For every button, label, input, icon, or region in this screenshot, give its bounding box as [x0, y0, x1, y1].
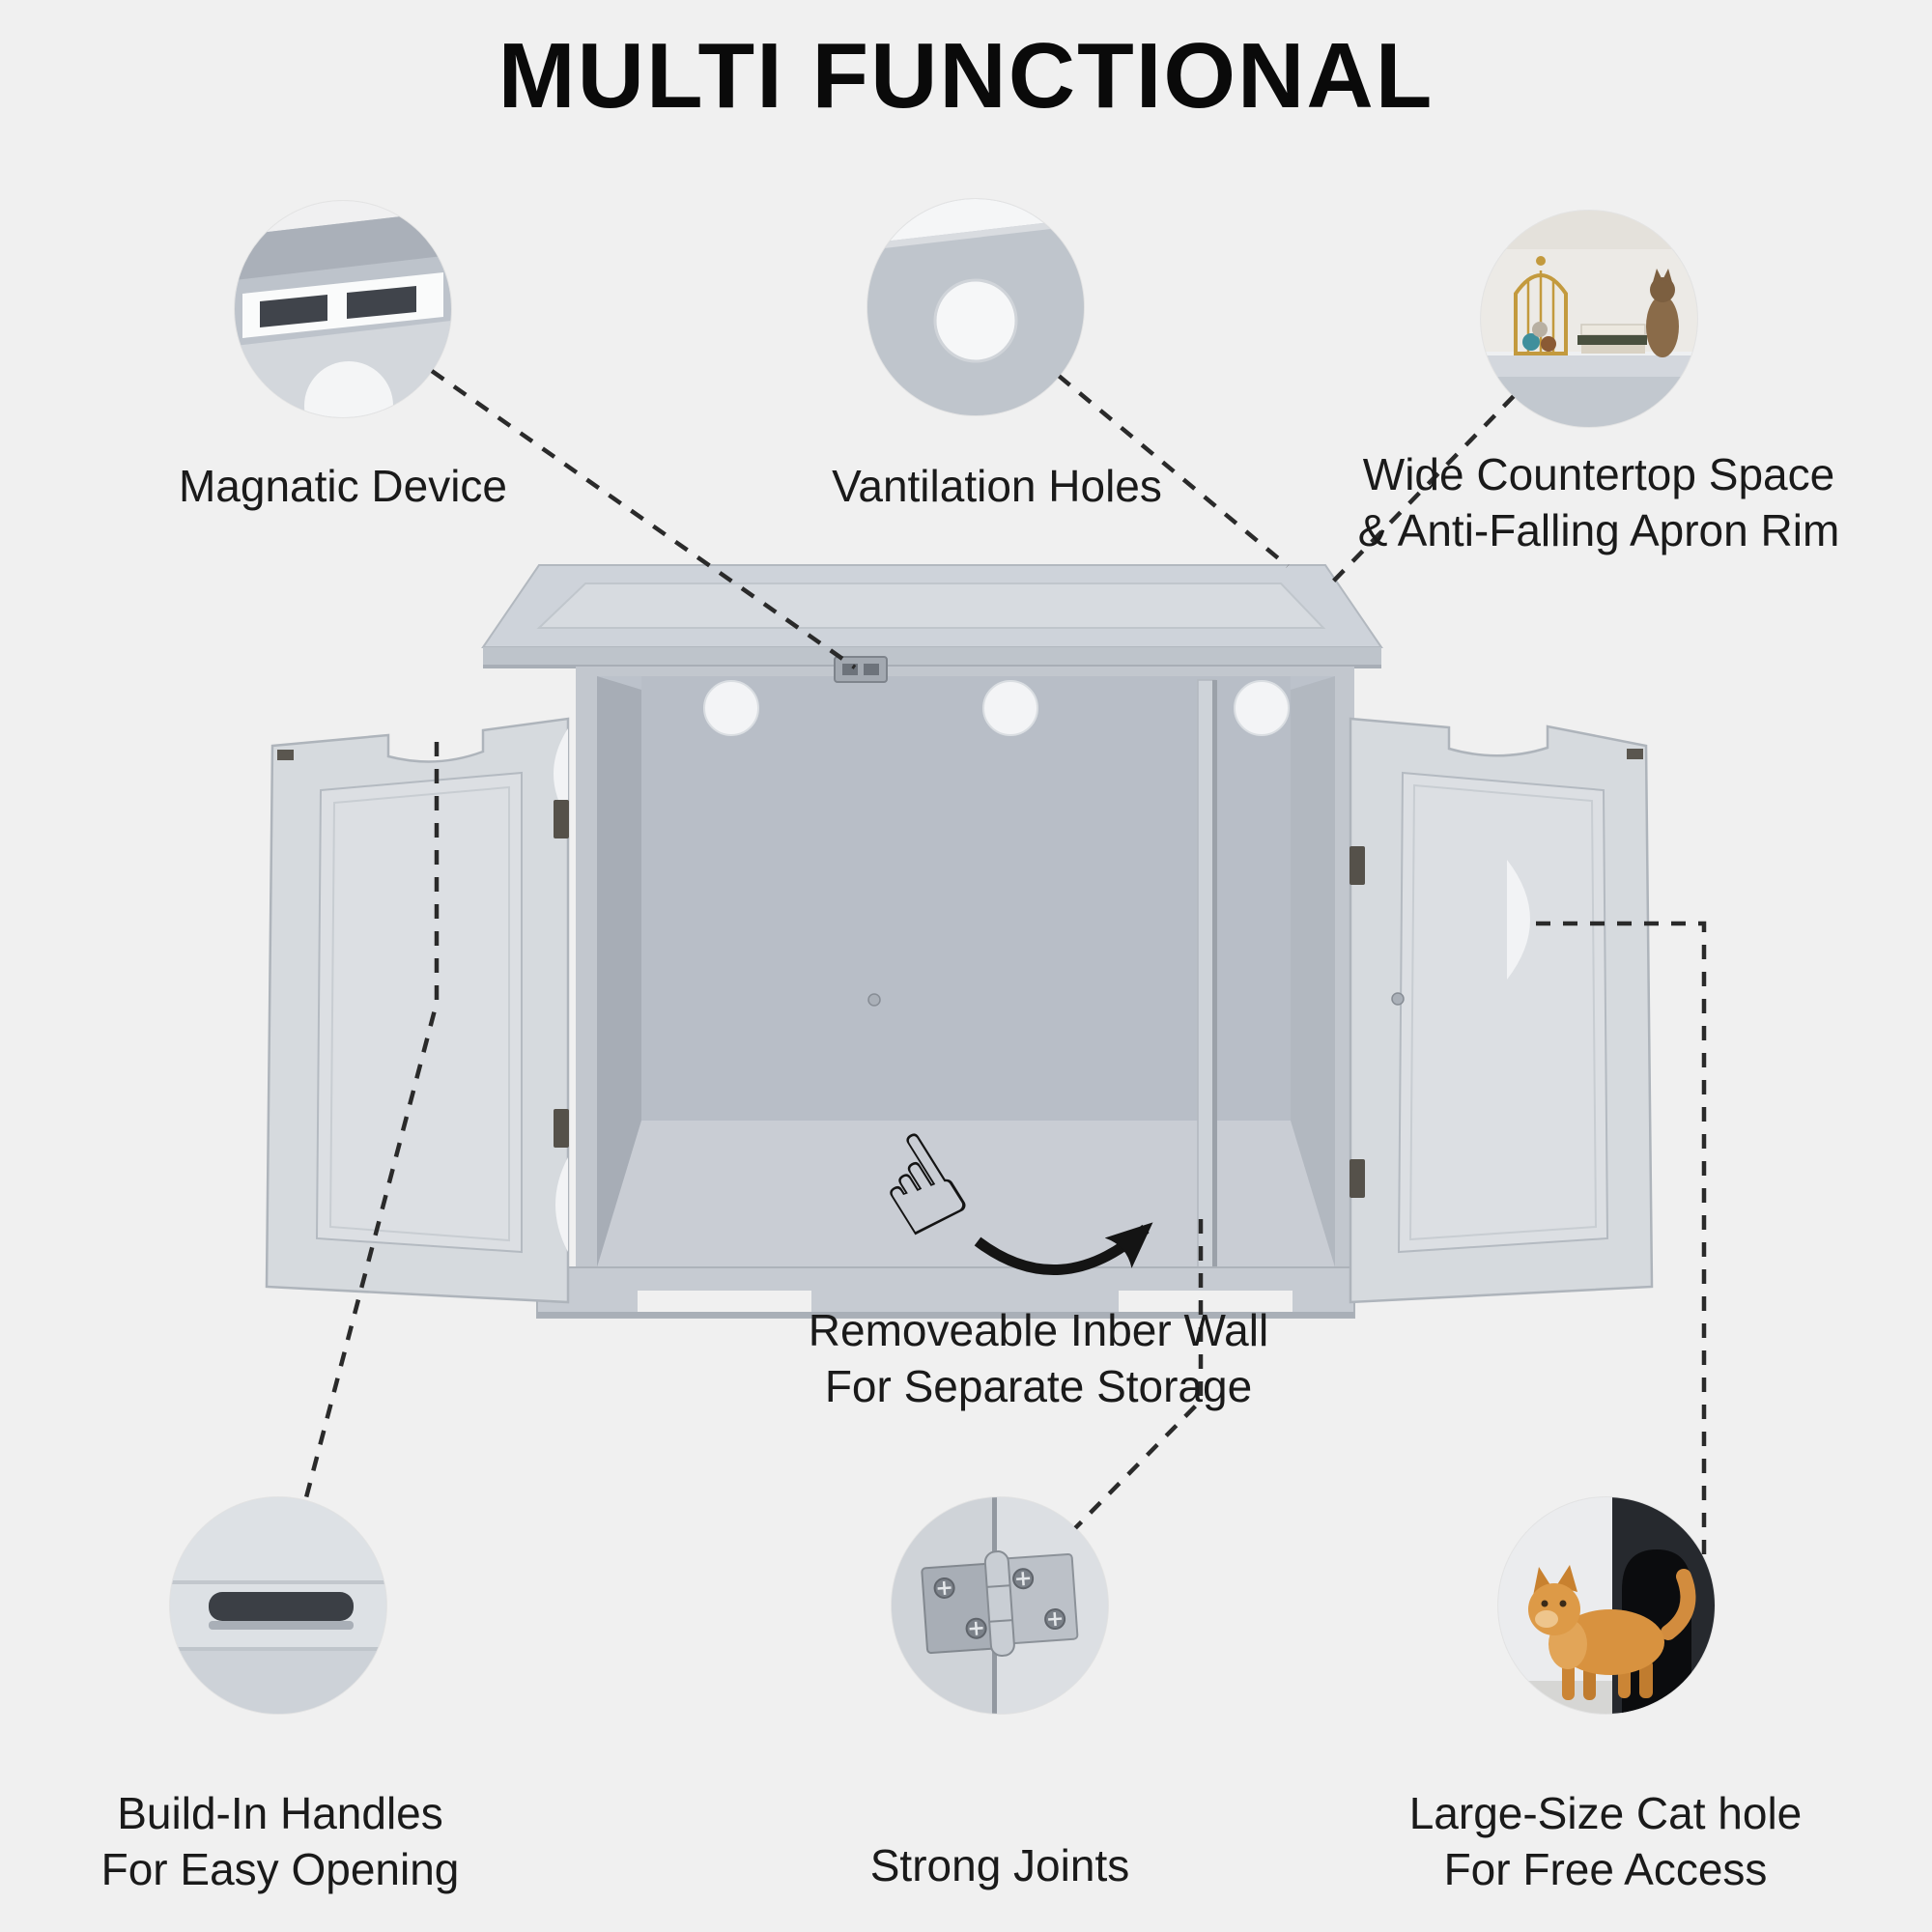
magnetic-device-icon: [235, 201, 451, 417]
leader-handles: [302, 742, 440, 1502]
ventilation-holes-label: Vantilation Holes: [832, 461, 1162, 511]
hinge-icon: [892, 1497, 1108, 1714]
strong-joints-label: Strong Joints: [869, 1840, 1130, 1890]
handle-slot: [209, 1592, 354, 1621]
cabinet-base: [536, 1266, 1355, 1319]
cat-figurine-icon: [1646, 269, 1679, 357]
birdcage-icon: [1514, 256, 1568, 355]
cat-icon: [1528, 1565, 1696, 1700]
books-icon: [1577, 324, 1647, 354]
countertop-label-line2: & Anti-Falling Apron Rim: [1357, 505, 1840, 555]
left-door: [265, 717, 570, 1304]
leader-cathole: [1536, 921, 1707, 1558]
leader-ventilation: [1057, 374, 1290, 568]
countertop-scene-icon: [1481, 211, 1697, 427]
handles-label: Build-In Handles For Easy Opening: [39, 1785, 522, 1897]
countertop-photo: [1481, 211, 1697, 427]
magnetic-device-label: Magnatic Device: [178, 461, 508, 511]
cat-hole-photo: [1498, 1497, 1715, 1714]
hinge-photo: [892, 1497, 1108, 1714]
ventilation-hole-icon: [867, 199, 1084, 415]
door-hinge: [1350, 1159, 1365, 1198]
handle-icon: [170, 1497, 386, 1714]
magnetic-latch: [834, 656, 888, 683]
page-title: MULTI FUNCTIONAL: [497, 24, 1435, 128]
cabinet-top: [481, 564, 1383, 668]
ventilation-hole-photo: [867, 199, 1084, 415]
door-hinge: [1350, 846, 1365, 885]
right-door: [1349, 717, 1654, 1304]
ventilation-hole: [703, 680, 759, 736]
handle-photo: [170, 1497, 386, 1714]
cabinet-body: [576, 667, 1354, 1269]
ventilation-hole: [1234, 680, 1290, 736]
ventilation-hole: [982, 680, 1038, 736]
leader-countertop: [1329, 394, 1516, 585]
cat-hole-label-line1: Large-Size Cat hole: [1408, 1788, 1803, 1838]
inner-wall-annotation-line2: For Separate Storage: [824, 1361, 1253, 1411]
leader-magnetic: [430, 369, 857, 669]
back-panel: [641, 676, 1291, 1121]
door-hinge: [554, 1109, 569, 1148]
cat-walking-icon: [1498, 1497, 1715, 1714]
magnetic-device-photo: [235, 201, 451, 417]
handles-label-line1: Build-In Handles: [117, 1788, 443, 1838]
cat-hole-label: Large-Size Cat hole For Free Access: [1364, 1785, 1847, 1897]
countertop-label-line1: Wide Countertop Space: [1362, 449, 1835, 499]
cat-hole-label-line2: For Free Access: [1443, 1844, 1768, 1894]
door-hinge: [554, 800, 569, 838]
curved-arrow-icon: [974, 1222, 1153, 1276]
inner-wall-annotation: Removeable Inber Wall For Separate Stora…: [792, 1302, 1285, 1414]
countertop-label: Wide Countertop Space & Anti-Falling Apr…: [1343, 446, 1855, 558]
leader-joints: [1073, 1219, 1204, 1530]
leader-lines: [302, 369, 1707, 1558]
inner-wall-annotation-line1: Removeable Inber Wall: [808, 1305, 1269, 1355]
handles-label-line2: For Easy Opening: [100, 1844, 460, 1894]
cat-hole-cutout: [1507, 860, 1530, 980]
